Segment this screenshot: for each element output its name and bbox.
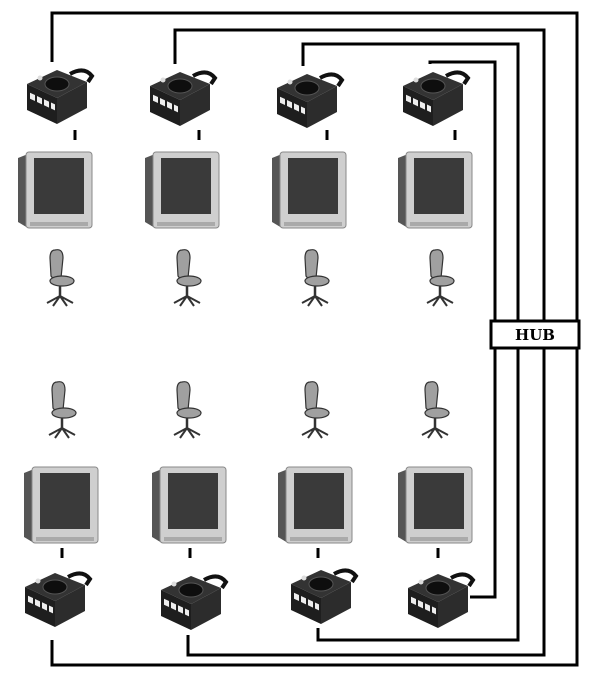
chair-icon [47,380,78,440]
cable-station-4 [428,60,497,599]
av-connectors [73,130,457,140]
chair-icon [300,380,331,440]
chair-icon [172,248,203,308]
console-icon [401,70,470,128]
tv-icon [151,466,227,544]
chair-icon [300,248,331,308]
console-icon [23,571,92,629]
console-icon [406,572,475,630]
console-icon [275,72,344,130]
console-icon [159,574,228,632]
cable-station-3 [301,42,520,642]
chair-icon [172,380,203,440]
hub: HUB [489,319,581,350]
chair-icon [45,248,76,308]
tv-icon [277,466,353,544]
cable-station-2 [173,28,546,657]
tv-icon [23,466,99,544]
tv-icon [17,151,93,229]
tv-icon [271,151,347,229]
top-row [17,68,473,308]
console-icon [289,568,358,626]
bottom-row [23,380,475,632]
tv-icon [397,466,473,544]
tv-icon [397,151,473,229]
tv-icon [144,151,220,229]
console-icon [25,68,94,126]
chair-icon [420,380,451,440]
hub-label: HUB [515,326,555,344]
chair-icon [425,248,456,308]
console-icon [148,70,217,128]
av-connectors [60,548,440,558]
